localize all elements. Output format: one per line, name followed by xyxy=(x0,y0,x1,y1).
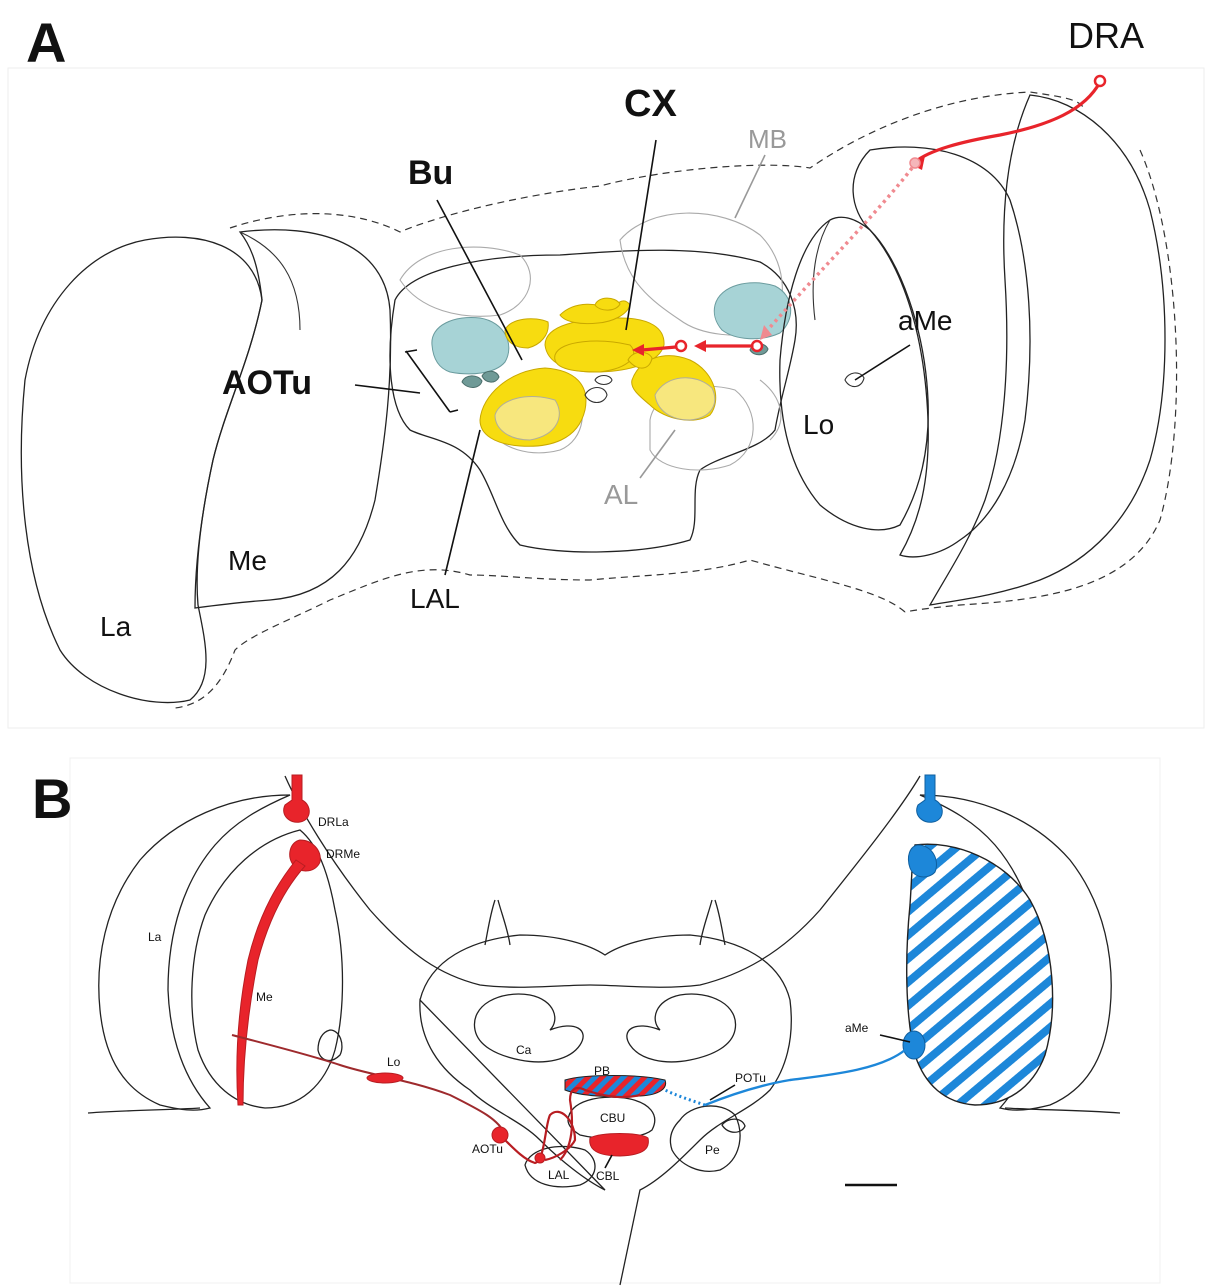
label-b-cbl: CBL xyxy=(596,1169,620,1183)
label-b-la: La xyxy=(148,930,162,944)
panel-b-ame-node xyxy=(903,1031,925,1059)
label-al: AL xyxy=(604,479,638,510)
panel-b-letter: B xyxy=(32,767,72,830)
right-aotu-blob xyxy=(714,283,790,339)
label-cx: CX xyxy=(624,83,677,125)
label-b-lal: LAL xyxy=(548,1168,570,1182)
label-dra: DRA xyxy=(1068,15,1144,56)
label-mb: MB xyxy=(748,124,787,154)
panel-b-lo-swelling xyxy=(367,1073,403,1083)
label-lal: LAL xyxy=(410,583,460,614)
label-b-pb: PB xyxy=(594,1064,610,1078)
dra-origin-marker xyxy=(1095,76,1105,86)
label-aotu: AOTu xyxy=(222,364,312,402)
panel-b-cbl xyxy=(590,1134,649,1157)
panel-a-letter: A xyxy=(26,11,66,74)
label-lo: Lo xyxy=(803,409,834,440)
panel-b: B DRLa DRMe La Me Lo Ca PB POTu aMe CBU … xyxy=(32,758,1160,1285)
label-b-drla: DRLa xyxy=(318,815,349,829)
label-ame: aMe xyxy=(898,305,952,336)
label-b-drme: DRMe xyxy=(326,847,360,861)
left-aotu-blob xyxy=(432,317,509,373)
panel-b-lal-node xyxy=(535,1153,545,1163)
label-b-aotu: AOTu xyxy=(472,1142,503,1156)
cx-upper-arm xyxy=(595,298,620,310)
panel-b-pb xyxy=(565,1076,666,1097)
label-b-pe: Pe xyxy=(705,1143,720,1157)
label-me: Me xyxy=(228,545,267,576)
label-b-me: Me xyxy=(256,990,273,1004)
label-b-potu: POTu xyxy=(735,1071,766,1085)
bu-relay-marker xyxy=(676,341,686,351)
label-bu: Bu xyxy=(408,154,453,192)
label-b-ca: Ca xyxy=(516,1043,532,1057)
label-la: La xyxy=(100,611,132,642)
label-b-ame: aMe xyxy=(845,1021,869,1035)
label-b-lo: Lo xyxy=(387,1055,401,1069)
panel-a: A DRA CX MB Bu aMe AOTu Lo AL Me LAL La xyxy=(8,11,1204,728)
label-b-cbu: CBU xyxy=(600,1111,625,1125)
dra-relay-marker xyxy=(910,158,920,168)
